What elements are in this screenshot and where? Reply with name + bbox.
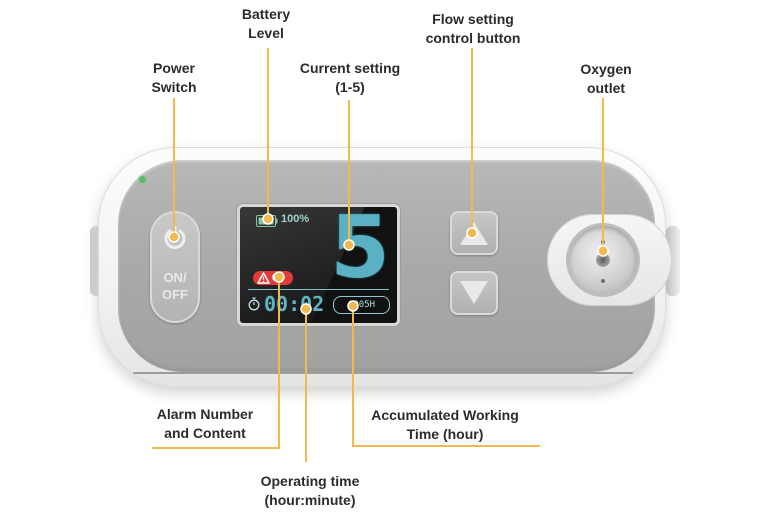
screen-divider xyxy=(248,289,389,290)
alarm-badge: 05 xyxy=(253,271,293,285)
label-battery-line-2: Level xyxy=(248,25,284,41)
accumulated-time-box: 0005H xyxy=(333,296,390,314)
battery-percentage: 100% xyxy=(281,213,310,225)
battery-icon xyxy=(256,215,278,227)
label-power-line-1: Power xyxy=(152,60,195,76)
label-accumulated-line-2: Time (hour) xyxy=(406,426,484,442)
triangle-up-icon xyxy=(460,222,488,245)
power-button-label-line-2: OFF xyxy=(162,287,188,302)
power-button-label-line-1: ON/ xyxy=(163,270,187,285)
label-operating-line-2: (hour:minute) xyxy=(264,492,356,508)
outlet-nozzle xyxy=(596,253,610,267)
display-screen: 100% 5 05 00:02 0005H xyxy=(240,207,397,323)
label-operating-time: Operating time (hour:minute) xyxy=(245,472,375,510)
label-flow-control: Flow setting control button xyxy=(418,10,528,48)
power-button-label: ON/ OFF xyxy=(150,269,200,303)
label-current-setting: Current setting (1-5) xyxy=(290,59,410,97)
outlet-dot-bottom xyxy=(601,279,605,283)
label-outlet-line-1: Oxygen xyxy=(580,61,632,77)
label-setting-line-1: Current setting xyxy=(299,60,401,76)
label-alarm: Alarm Number and Content xyxy=(140,405,270,443)
operating-time-value: 00:02 xyxy=(264,292,325,316)
right-side-nub xyxy=(666,226,680,296)
label-flow-line-1: Flow setting xyxy=(432,11,514,27)
label-accumulated-time: Accumulated Working Time (hour) xyxy=(360,406,530,444)
outlet-dot-top xyxy=(601,240,605,244)
triangle-down-icon xyxy=(460,281,488,304)
stopwatch-icon xyxy=(248,297,260,311)
label-accumulated-line-1: Accumulated Working xyxy=(371,407,519,423)
warning-triangle-icon xyxy=(257,272,270,284)
power-icon xyxy=(164,225,186,249)
label-power-line-2: Switch xyxy=(151,79,197,95)
flow-setting-value: 5 xyxy=(330,207,390,298)
label-operating-line-1: Operating time xyxy=(260,473,360,489)
label-battery-line-1: Battery xyxy=(241,6,291,22)
panel-bottom-line xyxy=(133,372,633,374)
label-outlet-line-2: outlet xyxy=(586,80,626,96)
flow-down-button[interactable] xyxy=(450,271,498,315)
label-flow-line-2: control button xyxy=(425,30,521,46)
alarm-code: 05 xyxy=(272,272,285,284)
label-power-switch: Power Switch xyxy=(134,59,214,97)
flow-up-button[interactable] xyxy=(450,211,498,255)
label-battery-level: Battery Level xyxy=(226,5,306,43)
label-alarm-line-1: Alarm Number xyxy=(156,406,254,422)
label-oxygen-outlet: Oxygen outlet xyxy=(566,60,646,98)
label-setting-line-2: (1-5) xyxy=(335,79,365,95)
status-led xyxy=(139,176,146,183)
power-button[interactable]: ON/ OFF xyxy=(150,211,200,323)
accumulated-time-value: 0005H xyxy=(347,300,376,310)
label-alarm-line-2: and Content xyxy=(164,425,246,441)
